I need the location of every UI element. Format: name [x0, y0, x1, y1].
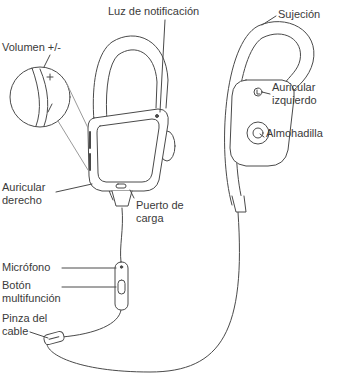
cable-clip-label: Pinza del cable	[2, 312, 52, 338]
cushion-label: Almohadilla	[266, 127, 323, 140]
microphone-label: Micrófono	[2, 261, 50, 274]
hook-label: Sujeción	[278, 8, 320, 21]
charging-port-label: Puerto de carga	[136, 199, 194, 225]
right-earbud-label: Auricular derecho	[2, 181, 58, 207]
left-earbud-label: Auricular izquierdo	[272, 81, 330, 107]
notification-light-label: Luz de notificación	[108, 5, 199, 18]
multifunction-button-label: Botón multifunción	[2, 279, 70, 305]
volume-label: Volumen +/-	[2, 41, 61, 54]
